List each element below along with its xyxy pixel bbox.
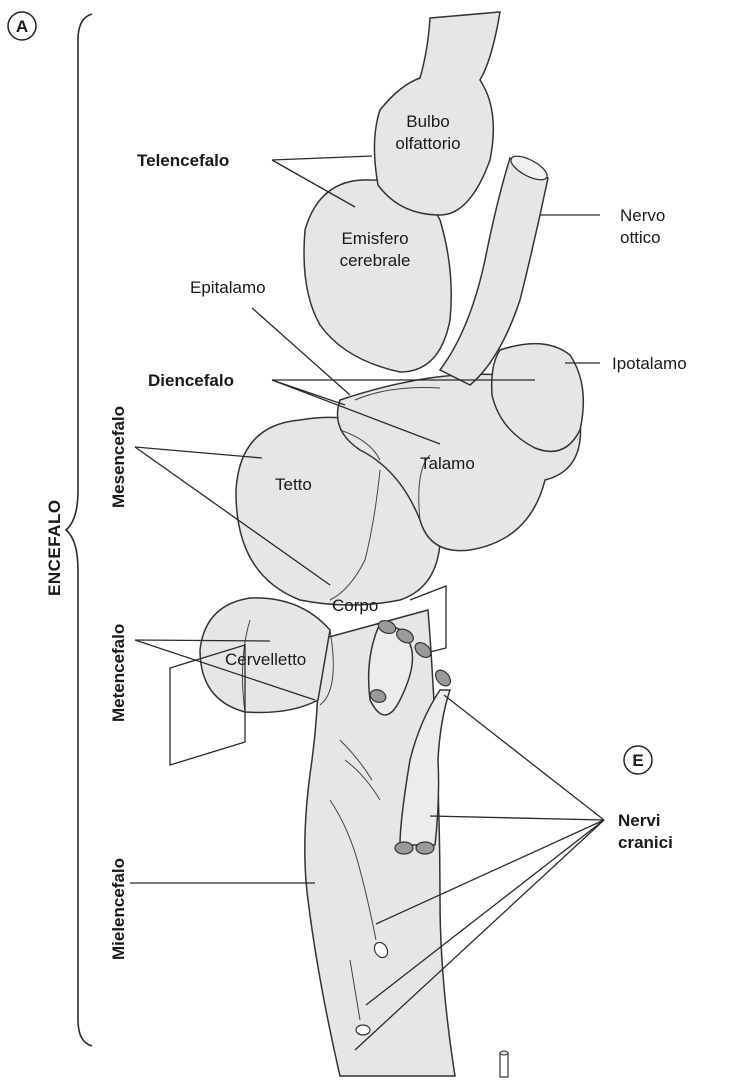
nervo-ottico-label-1: Nervo xyxy=(620,206,665,225)
talamo-label: Talamo xyxy=(420,454,475,473)
brain-anatomy xyxy=(170,12,583,1077)
bulbo-label-2: olfattorio xyxy=(395,134,460,153)
nervo-ottico-label-2: ottico xyxy=(620,228,661,247)
emisfero-label-2: cerebrale xyxy=(340,251,411,270)
svg-text:A: A xyxy=(16,17,28,36)
tetto-label: Tetto xyxy=(275,475,312,494)
cord-stub xyxy=(500,1053,508,1077)
telencefalo-label: Telencefalo xyxy=(137,151,229,170)
metencefalo-label: Metencefalo xyxy=(109,624,128,722)
cervelletto-label: Cervelletto xyxy=(225,650,306,669)
panel-letter-a: A xyxy=(8,12,36,40)
emisfero-label-1: Emisfero xyxy=(341,229,408,248)
corpo-label: Corpo xyxy=(332,596,378,615)
mielencefalo-label: Mielencefalo xyxy=(109,858,128,960)
epitalamo-label: Epitalamo xyxy=(190,278,266,297)
ipotalamo-label: Ipotalamo xyxy=(612,354,687,373)
mesencefalo-label: Mesencefalo xyxy=(109,406,128,508)
nervi-cranici-label-2: cranici xyxy=(618,833,673,852)
nervi-cranici-label-1: Nervi xyxy=(618,811,661,830)
encefalo-brace xyxy=(66,14,92,1046)
svg-text:E: E xyxy=(632,751,643,770)
panel-letter-e: E xyxy=(624,746,652,774)
encefalo-label: ENCEFALO xyxy=(45,499,64,596)
diencefalo-label: Diencefalo xyxy=(148,371,234,390)
bulbo-label-1: Bulbo xyxy=(406,112,449,131)
